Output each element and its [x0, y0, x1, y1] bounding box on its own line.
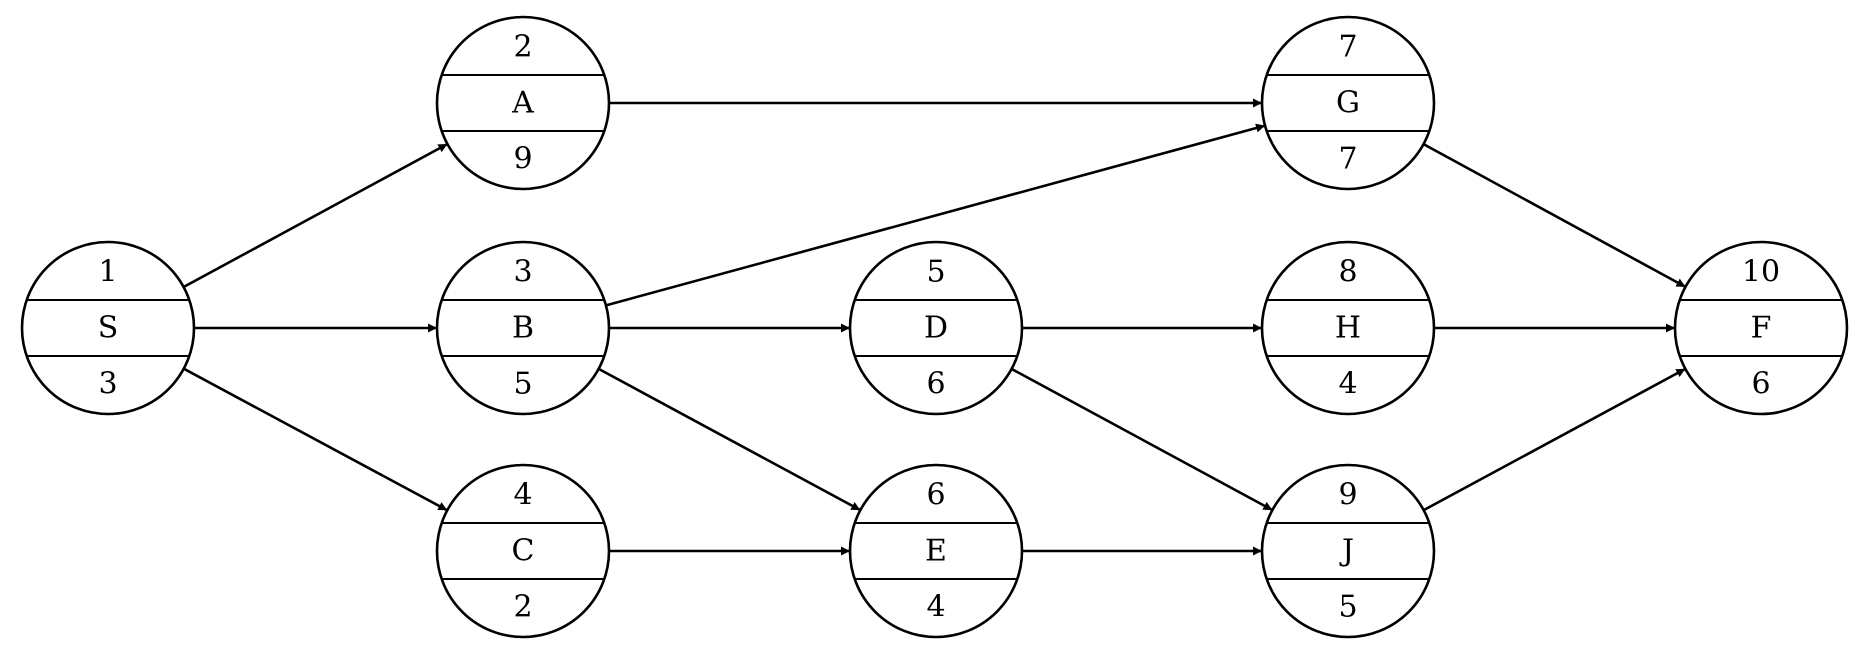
node-top-value: 1: [98, 255, 117, 290]
node-top-value: 2: [513, 30, 532, 65]
node-circle: [435, 240, 611, 416]
node-name: S: [98, 311, 119, 346]
node-s: 1S 3: [20, 240, 196, 416]
node-top-value: 4: [513, 478, 532, 513]
node-circle: [1260, 15, 1436, 191]
node-name: D: [924, 311, 948, 346]
edge-b-to-g: [605, 123, 1266, 307]
edge-s-to-a: [182, 142, 449, 289]
node-circle: [848, 240, 1024, 416]
node-bottom-value: 5: [1338, 590, 1357, 625]
node-circle: [435, 15, 611, 191]
node-bottom-value: 6: [926, 367, 945, 402]
node-name: F: [1751, 311, 1772, 346]
edge-j-to-f: [1423, 367, 1686, 512]
node-bottom-value: 4: [1338, 367, 1357, 402]
node-bottom-value: 4: [926, 590, 945, 625]
node-circle: [1260, 463, 1436, 639]
node-name: J: [1339, 534, 1354, 569]
node-top-value: 7: [1338, 30, 1357, 65]
node-name: E: [925, 534, 947, 569]
node-circle: [1260, 240, 1436, 416]
edge-g-to-f: [1422, 143, 1687, 288]
edge-b-to-e: [598, 367, 861, 512]
node-bottom-value: 9: [513, 142, 532, 177]
node-bottom-value: 7: [1338, 142, 1357, 177]
node-name: B: [512, 311, 534, 346]
node-circle: [1673, 240, 1849, 416]
node-a: 2A 9: [435, 15, 611, 191]
node-top-value: 10: [1742, 255, 1780, 290]
node-c: 4C 2: [435, 463, 611, 639]
node-bottom-value: 3: [98, 367, 117, 402]
node-e: 6E 4: [848, 463, 1024, 639]
node-b: 3B 5: [435, 240, 611, 416]
node-d: 5D 6: [848, 240, 1024, 416]
edge-s-to-c: [183, 367, 448, 512]
node-circle: [848, 463, 1024, 639]
node-top-value: 9: [1338, 478, 1357, 513]
node-top-value: 6: [926, 478, 945, 513]
node-h: 8H 4: [1260, 240, 1436, 416]
node-bottom-value: 6: [1751, 367, 1770, 402]
node-name: H: [1335, 311, 1361, 346]
node-bottom-value: 5: [513, 367, 532, 402]
node-j: 9J 5: [1260, 463, 1436, 639]
node-name: G: [1336, 86, 1360, 121]
node-circle: [20, 240, 196, 416]
node-g: 7G7: [1260, 15, 1436, 191]
edge-d-to-j: [1011, 367, 1273, 512]
node-top-value: 5: [926, 255, 945, 290]
node-top-value: 8: [1338, 255, 1357, 290]
node-top-value: 3: [513, 255, 532, 290]
node-name: A: [511, 86, 534, 121]
node-f: 10F 6: [1673, 240, 1849, 416]
node-name: C: [512, 534, 535, 569]
node-circle: [435, 463, 611, 639]
node-bottom-value: 2: [513, 590, 532, 625]
edges: [182, 98, 1687, 556]
